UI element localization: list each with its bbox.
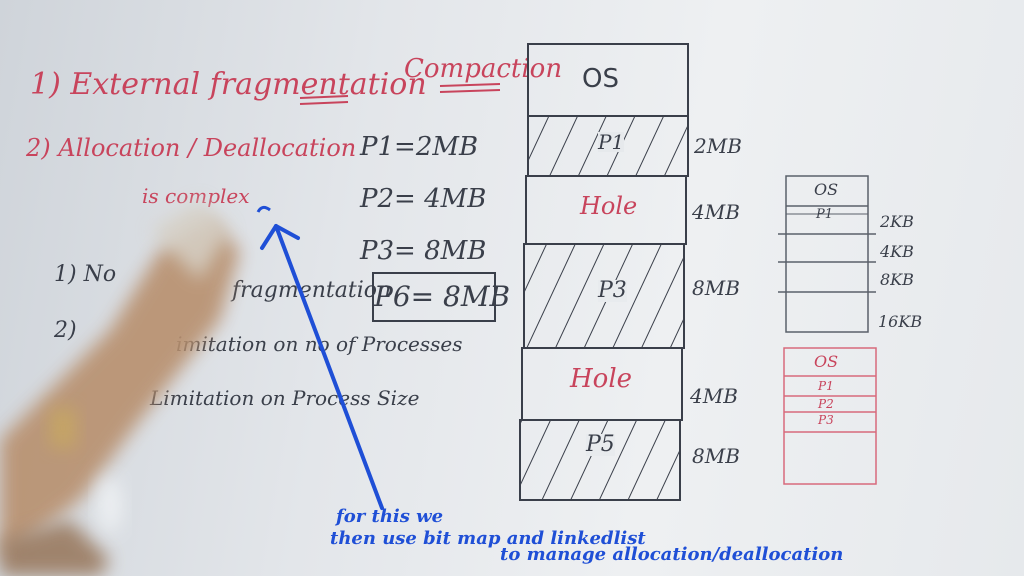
advantage-3: Limitation on Process Size	[150, 386, 420, 410]
memory-os-label: OS	[582, 64, 619, 94]
small-p1-label: P1	[816, 207, 834, 222]
memory-hole-1-size: 4MB	[692, 200, 740, 224]
note-is-complex: is complex	[142, 184, 250, 208]
red-p3-label: P3	[818, 413, 834, 427]
advantage-1-suffix: fragmentation	[232, 278, 392, 303]
memory-p5-size: 8MB	[692, 444, 740, 468]
small-os-label: OS	[814, 180, 839, 199]
small-size-4kb: 4KB	[880, 242, 914, 261]
boxed-process-p6: P6= 8MB	[372, 272, 510, 322]
advantage-1-prefix: 1) No	[54, 262, 117, 287]
memory-hole-2-label: Hole	[570, 364, 633, 394]
process-size-p2: P2= 4MB	[360, 184, 487, 214]
red-os-label: OS	[814, 352, 839, 371]
memory-p1-label: P1	[598, 130, 625, 154]
memory-p3-size: 8MB	[692, 276, 740, 300]
note-allocation-deallocation: 2) Allocation / Deallocation	[26, 134, 357, 162]
advantage-2-prefix: 2)	[54, 318, 77, 343]
red-p2-label: P2	[818, 397, 834, 411]
small-size-2kb: 2KB	[880, 212, 914, 231]
process-size-p3: P3= 8MB	[360, 236, 487, 266]
annotation-line-2: then use bit map and linkedlist	[330, 528, 646, 549]
memory-p3-label: P3	[598, 278, 627, 303]
red-p1-label: P1	[818, 379, 834, 393]
process-size-p1: P1=2MB	[360, 132, 479, 162]
annotation-line-3: to manage allocation/deallocation	[500, 544, 844, 565]
memory-p5-label: P5	[586, 432, 615, 457]
memory-hole-1-label: Hole	[580, 192, 638, 220]
annotation-line-1: for this we	[336, 506, 444, 527]
note-compaction: Compaction	[404, 54, 563, 84]
small-size-8kb: 8KB	[880, 270, 914, 289]
note-external-fragmentation: 1) External fragmentation	[30, 67, 427, 102]
memory-p1-size: 2MB	[694, 134, 742, 158]
small-size-16kb: 16KB	[878, 312, 923, 331]
memory-hole-2-size: 4MB	[690, 384, 738, 408]
